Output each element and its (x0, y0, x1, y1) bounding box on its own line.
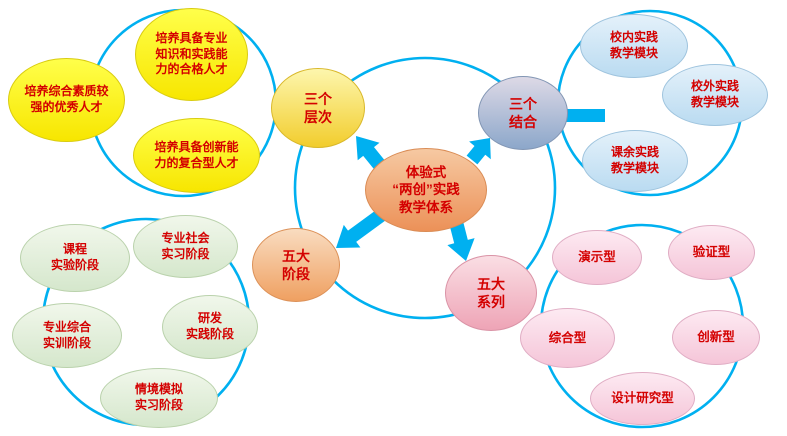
integration-item-on-campus: 校内实践 教学模块 (580, 14, 688, 78)
stages-node: 五大 阶段 (252, 228, 340, 302)
stages-item-situational-simulation: 情境模拟 实习阶段 (100, 368, 218, 428)
series-item-verification: 验证型 (668, 225, 755, 280)
series-item-demonstration: 演示型 (552, 230, 642, 285)
series-item-design-research: 设计研究型 (590, 372, 695, 425)
series-item-comprehensive: 综合型 (520, 308, 615, 368)
stages-item-course-experiment: 课程 实验阶段 (20, 224, 130, 292)
stages-item-comprehensive-training: 专业综合 实训阶段 (12, 303, 122, 368)
series-item-innovation: 创新型 (672, 310, 760, 365)
levels-item-composite-talent: 培养具备创新能 力的复合型人才 (133, 118, 260, 193)
stages-item-social-practice: 专业社会 实习阶段 (133, 215, 238, 278)
center-node: 体验式 “两创”实践 教学体系 (365, 148, 487, 232)
series-node: 五大 系列 (445, 255, 537, 331)
stages-item-rnd-practice: 研发 实践阶段 (162, 295, 258, 359)
levels-item-qualified-talent: 培养具备专业 知识和实践能 力的合格人才 (135, 8, 248, 101)
levels-item-excellent-talent: 培养综合素质较 强的优秀人才 (8, 58, 125, 142)
center-ring (293, 56, 557, 320)
integration-item-off-campus: 校外实践 教学模块 (662, 64, 768, 126)
integration-item-extracurricular: 课余实践 教学模块 (582, 130, 688, 192)
levels-node: 三个 层次 (271, 68, 365, 148)
arrow-to-integration-icon (466, 138, 491, 165)
integration-node: 三个 结合 (478, 76, 568, 150)
arrow-to-series-icon (447, 220, 475, 261)
